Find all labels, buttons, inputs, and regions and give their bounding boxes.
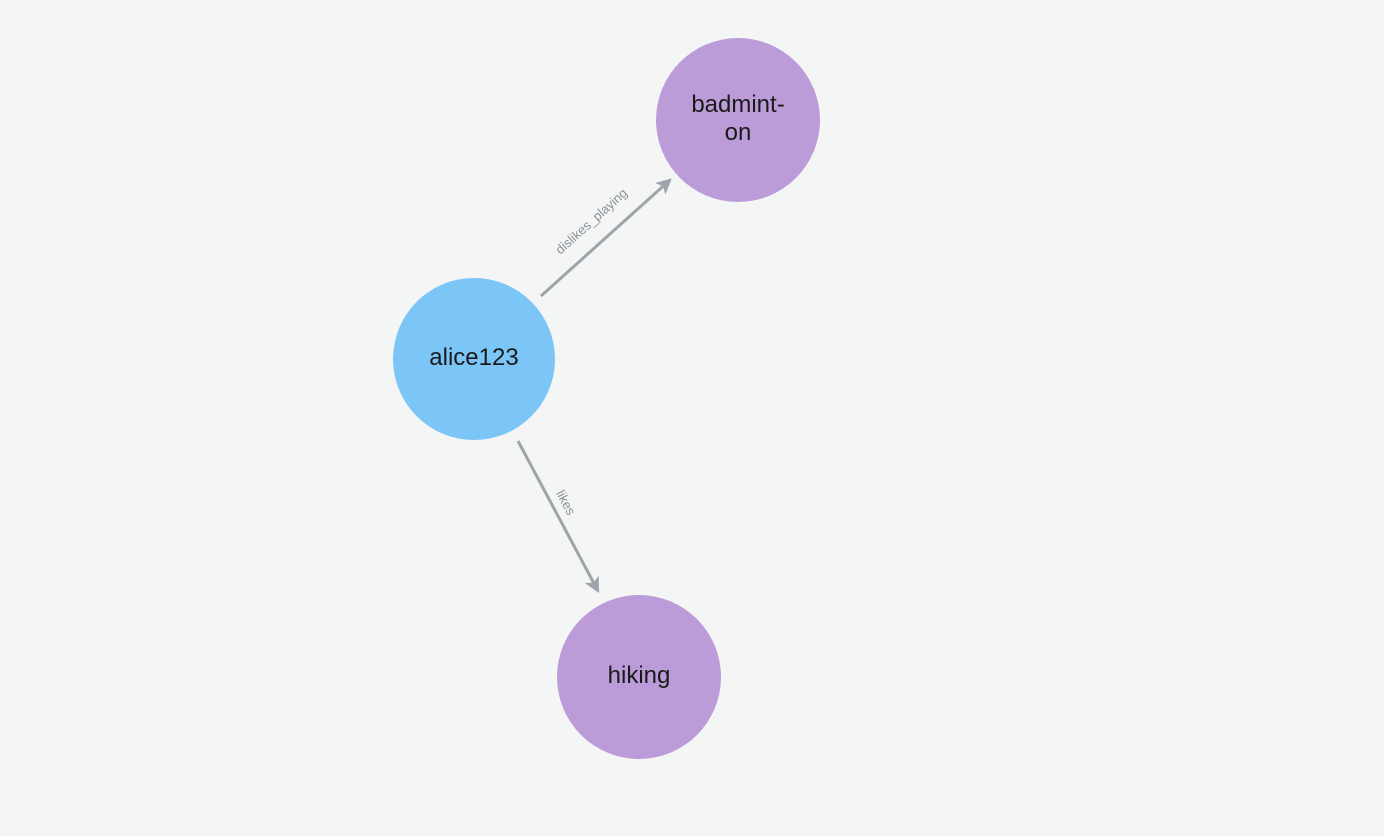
node-circle-alice123[interactable] <box>393 278 555 440</box>
edge-line[interactable] <box>539 178 672 298</box>
edge-line[interactable] <box>516 440 600 594</box>
graph-node[interactable]: hiking <box>557 595 721 759</box>
node-circle-hiking[interactable] <box>557 595 721 759</box>
graph-edge[interactable]: dislikes_playing <box>539 178 672 298</box>
graph-node[interactable]: alice123 <box>393 278 555 440</box>
graph-edge[interactable]: likes <box>516 440 600 594</box>
node-circle-badminton[interactable] <box>656 38 820 202</box>
edge-label: dislikes_playing <box>552 185 630 257</box>
graph-node[interactable]: badmint-on <box>656 38 820 202</box>
nodes-layer: alice123 badmint-on hiking <box>393 38 820 759</box>
